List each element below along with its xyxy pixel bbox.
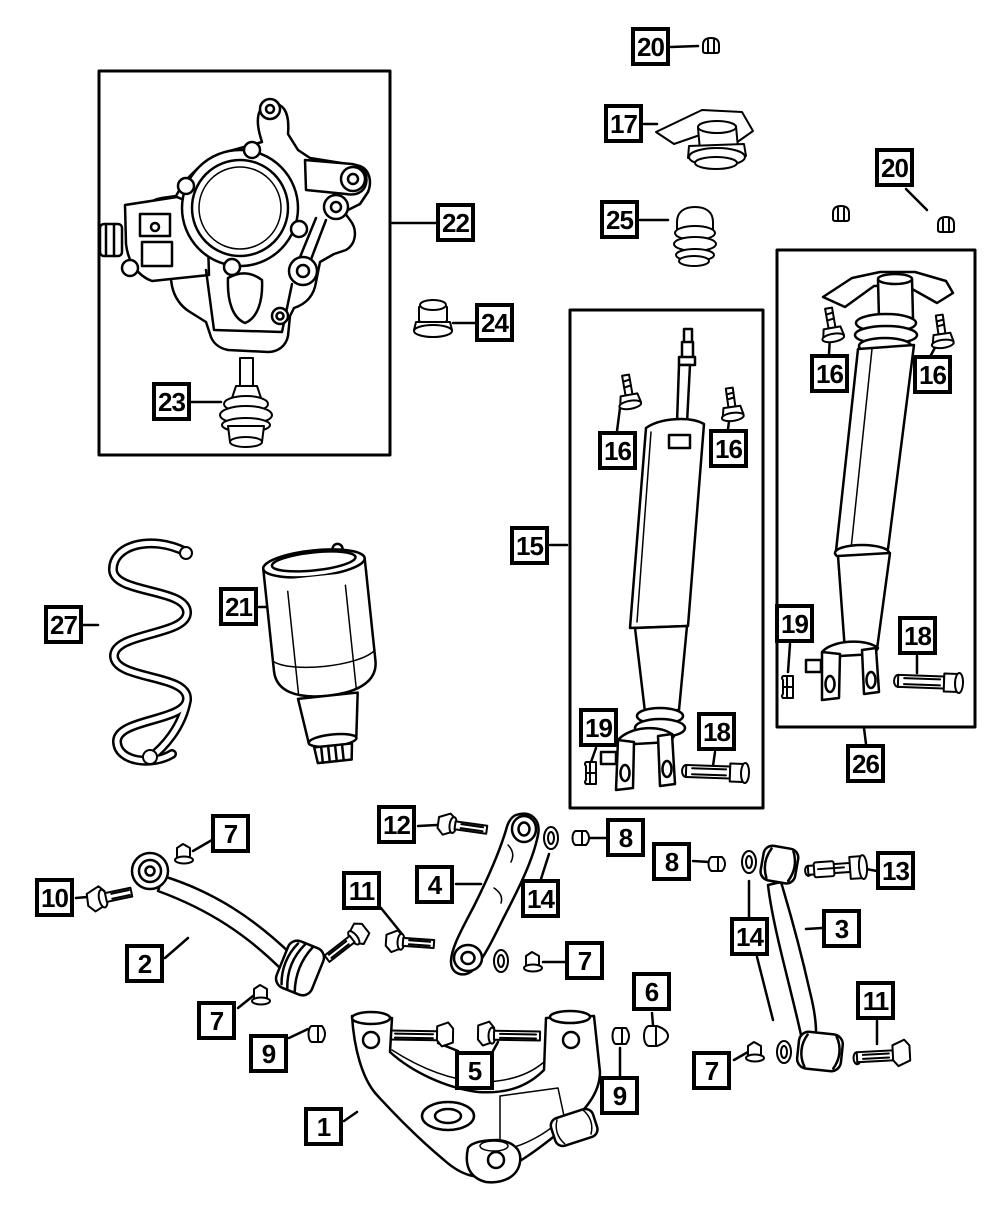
callout-cam-bolt-13[interactable]: 13 [876, 851, 915, 890]
callout-mount-bolt-3[interactable]: 16 [810, 354, 849, 393]
retainer-clip-drawing [781, 675, 794, 699]
spacer-bushing-drawing [707, 856, 726, 872]
cap-nut-drawing [832, 205, 850, 222]
callout-bolt-11b[interactable]: 11 [856, 981, 895, 1020]
hex-bolt-drawing [436, 812, 489, 836]
spacer-bushing-drawing [571, 830, 590, 846]
callout-upper-mount-nut-2[interactable]: 20 [875, 148, 914, 187]
hex-bolt-drawing [476, 1020, 542, 1047]
cap-nut-drawing [702, 37, 720, 54]
callout-bolt-11a[interactable]: 11 [342, 871, 381, 910]
shock-group-frame [568, 308, 765, 810]
lower-shock-bolt-drawing [681, 762, 751, 785]
upper-control-arm-drawing [130, 851, 326, 997]
callout-ball-joint[interactable]: 23 [152, 382, 191, 421]
air-shock-group-frame [775, 248, 977, 729]
jounce-bumper-drawing [673, 206, 717, 267]
hex-bolt-drawing [384, 929, 436, 954]
callout-mount-bolt-2[interactable]: 16 [709, 429, 748, 468]
flange-nut-drawing [413, 299, 453, 338]
lateral-link-drawing [759, 844, 845, 1073]
mount-bolt-drawing [930, 313, 955, 350]
hex-bolt-drawing [323, 922, 371, 963]
callout-bolt-12[interactable]: 12 [377, 805, 416, 844]
callout-camber-link[interactable]: 4 [415, 865, 454, 904]
callout-bolt-10[interactable]: 10 [35, 878, 74, 917]
callout-nut-9b[interactable]: 9 [600, 1076, 639, 1115]
callout-knuckle[interactable]: 22 [436, 203, 475, 242]
mount-bolt-drawing [618, 373, 643, 411]
shock-upper-mount-drawing [655, 109, 754, 170]
ball-joint-drawing [219, 357, 273, 448]
callout-coil-spring[interactable]: 27 [44, 605, 83, 644]
callout-shock-upper-mount[interactable]: 17 [604, 104, 643, 143]
callout-washer-14b[interactable]: 14 [730, 917, 769, 956]
flange-nut-small-drawing [174, 843, 194, 865]
callout-flange-nut-7b[interactable]: 7 [197, 1001, 236, 1040]
callout-air-spring[interactable]: 21 [219, 587, 258, 626]
washer-drawing [776, 1040, 792, 1064]
callout-flange-nut-7a[interactable]: 7 [211, 814, 250, 853]
washer-drawing [493, 949, 509, 973]
hex-bolt-drawing [852, 1038, 912, 1068]
nut-drawing [611, 1027, 630, 1045]
callout-washer-14a[interactable]: 14 [521, 879, 560, 918]
knuckle-group-frame [97, 69, 392, 457]
lower-control-arm-drawing [350, 1009, 602, 1184]
callout-jounce-bumper[interactable]: 25 [600, 200, 639, 239]
callout-bump-stop[interactable]: 6 [632, 972, 671, 1011]
retainer-clip-drawing [584, 761, 597, 785]
nut-drawing [307, 1025, 326, 1043]
callout-retainer-clip-2[interactable]: 19 [775, 604, 814, 643]
cap-nut-drawing [937, 216, 955, 233]
callout-lower-control-arm[interactable]: 1 [304, 1107, 343, 1146]
callout-flange-nut-7d[interactable]: 7 [692, 1051, 731, 1090]
air-spring-drawing [261, 542, 377, 765]
mount-bolt-drawing [821, 306, 846, 344]
flange-nut-small-drawing [745, 1041, 765, 1063]
callout-air-shock[interactable]: 26 [846, 744, 885, 783]
flange-nut-small-drawing [523, 951, 543, 973]
callout-spacer-8a[interactable]: 8 [606, 818, 645, 857]
mount-bolt-drawing [720, 386, 745, 423]
callout-lateral-link[interactable]: 3 [822, 909, 861, 948]
callout-lower-shock-bolt-2[interactable]: 18 [898, 616, 937, 655]
callout-nut-9a[interactable]: 9 [249, 1034, 288, 1073]
callout-shock-absorber[interactable]: 15 [510, 526, 549, 565]
bump-stop-drawing [643, 1025, 669, 1047]
lower-shock-bolt-drawing [893, 672, 965, 695]
callout-upper-mount-nut[interactable]: 20 [631, 27, 670, 66]
washer-drawing [543, 826, 559, 850]
callout-flange-nut-7c[interactable]: 7 [565, 941, 604, 980]
washer-drawing [741, 850, 757, 874]
callout-flange-nut[interactable]: 24 [475, 303, 514, 342]
shock-absorber-drawing [599, 327, 706, 792]
knuckle-drawing [98, 97, 372, 354]
hex-bolt-drawing [85, 885, 134, 913]
camber-link-drawing [449, 812, 540, 976]
callout-lower-shock-bolt-1[interactable]: 18 [697, 712, 736, 751]
flange-nut-small-drawing [251, 984, 271, 1006]
hex-bolt-drawing [385, 1021, 455, 1048]
callout-bolt-5[interactable]: 5 [455, 1051, 494, 1090]
callout-retainer-clip-1[interactable]: 19 [579, 708, 618, 747]
callout-mount-bolt-1[interactable]: 16 [598, 431, 637, 470]
air-shock-drawing [804, 270, 955, 702]
coil-spring-drawing [108, 538, 193, 766]
cam-bolt-drawing [804, 854, 869, 881]
callout-mount-bolt-4[interactable]: 16 [913, 355, 952, 394]
callout-spacer-8b[interactable]: 8 [652, 842, 691, 881]
callout-upper-control-arm[interactable]: 2 [125, 944, 164, 983]
